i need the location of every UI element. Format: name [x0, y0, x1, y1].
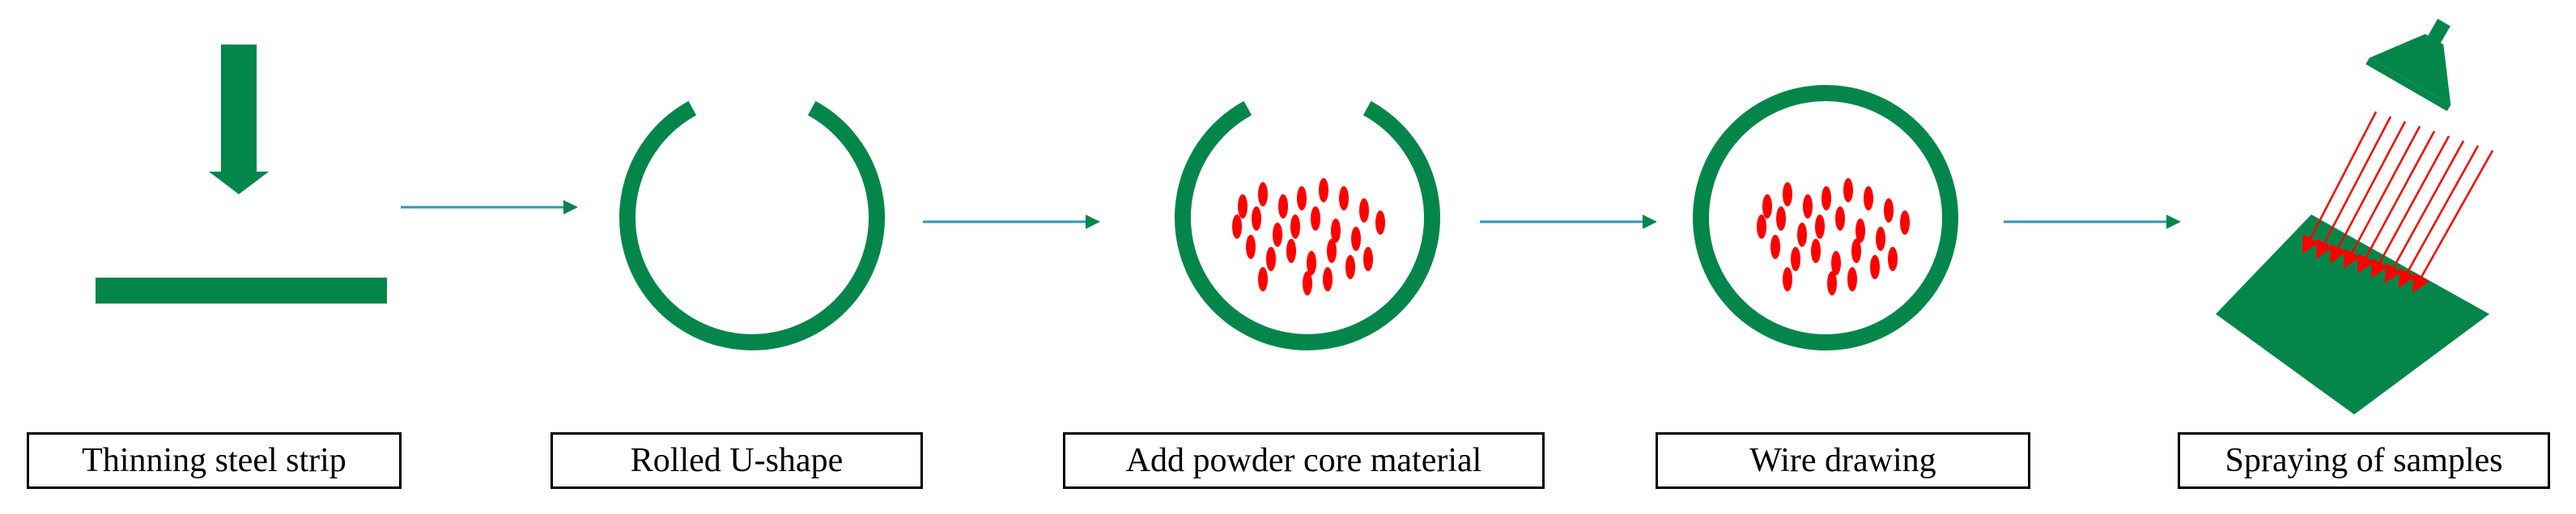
step-wire-drawing [1693, 85, 1958, 350]
powder-particle [1770, 235, 1780, 259]
u-shape-with-powder [1175, 100, 1440, 350]
label-thinning-steel-strip: Thinning steel strip [27, 432, 402, 489]
powder-particle [1278, 194, 1288, 219]
powder-particle [1797, 223, 1807, 247]
spray-jet-line [2412, 150, 2494, 293]
powder-particle [1847, 267, 1857, 291]
label-add-powder-core-material: Add powder core material [1063, 432, 1545, 489]
powder-particle [1827, 271, 1837, 295]
powder-particle [1345, 255, 1355, 279]
label-spraying-of-samples: Spraying of samples [2178, 432, 2550, 489]
powder-particle [1831, 251, 1841, 275]
rolled-u-shape [619, 100, 885, 350]
powder-particle [1258, 267, 1268, 291]
powder-particle [1273, 223, 1282, 247]
powder-particle [1252, 206, 1261, 231]
powder-particle [1870, 255, 1880, 279]
powder-particle [1311, 206, 1320, 231]
powder-particle [1855, 219, 1865, 243]
powder-particle [1815, 215, 1825, 239]
powder-particle [1783, 182, 1792, 206]
powder-particle [1821, 186, 1831, 210]
powder-particle [1359, 198, 1369, 223]
powder-particle [1876, 227, 1885, 251]
powder-particle [1258, 182, 1268, 206]
drawn-wire [1693, 85, 1958, 350]
powder-particle [1331, 219, 1341, 243]
powder-particle [1351, 227, 1361, 251]
powder-particle [1783, 267, 1792, 291]
sample-plate [2216, 215, 2489, 414]
powder-particles [1232, 178, 1385, 295]
powder-particle [1843, 178, 1853, 202]
label-rolled-u-shape: Rolled U-shape [550, 432, 923, 489]
powder-particle [1246, 235, 1256, 259]
powder-particle [1900, 210, 1910, 235]
powder-particle [1757, 215, 1766, 239]
step-thinning [96, 45, 387, 304]
spray-gun-icon [2366, 19, 2451, 112]
powder-particle [1290, 215, 1300, 239]
powder-particles [1757, 178, 1910, 295]
spray-jet-line [2357, 130, 2436, 274]
powder-particle [1888, 247, 1898, 271]
powder-particle [1776, 206, 1786, 231]
spray-jet-line [2329, 121, 2407, 264]
powder-particle [1238, 194, 1248, 219]
flow-arrows [401, 200, 2181, 229]
spray-jets [2302, 111, 2494, 293]
powder-particle [1811, 239, 1821, 263]
powder-particle [1319, 178, 1328, 202]
powder-particle [1327, 239, 1337, 263]
spray-jet-line [2370, 135, 2451, 278]
powder-particle [1303, 271, 1312, 295]
spray-jet-line [2384, 140, 2465, 283]
powder-particle [1266, 247, 1276, 271]
down-arrow-icon [209, 45, 269, 194]
powder-particle [1339, 186, 1349, 210]
spray-jet-line [2398, 145, 2480, 288]
spray-jet-line [2343, 125, 2421, 269]
powder-particle [1864, 186, 1873, 210]
powder-particle [1762, 194, 1772, 219]
spray-jet-line [2302, 111, 2378, 254]
powder-particle [1297, 186, 1307, 210]
powder-particle [1835, 206, 1845, 231]
step-spraying [2216, 19, 2494, 414]
spray-jet-line [2315, 116, 2392, 259]
powder-particle [1363, 247, 1373, 271]
powder-particle [1323, 267, 1333, 291]
label-wire-drawing: Wire drawing [1656, 432, 2030, 489]
step-powder-core [1175, 100, 1440, 350]
powder-particle [1375, 210, 1385, 235]
powder-particle [1307, 251, 1316, 275]
powder-particle [1803, 194, 1813, 219]
powder-particle [1884, 198, 1894, 223]
steel-strip [96, 278, 387, 304]
powder-particle [1851, 239, 1861, 263]
powder-particle [1232, 215, 1242, 239]
powder-particle [1791, 247, 1800, 271]
powder-particle [1286, 239, 1296, 263]
